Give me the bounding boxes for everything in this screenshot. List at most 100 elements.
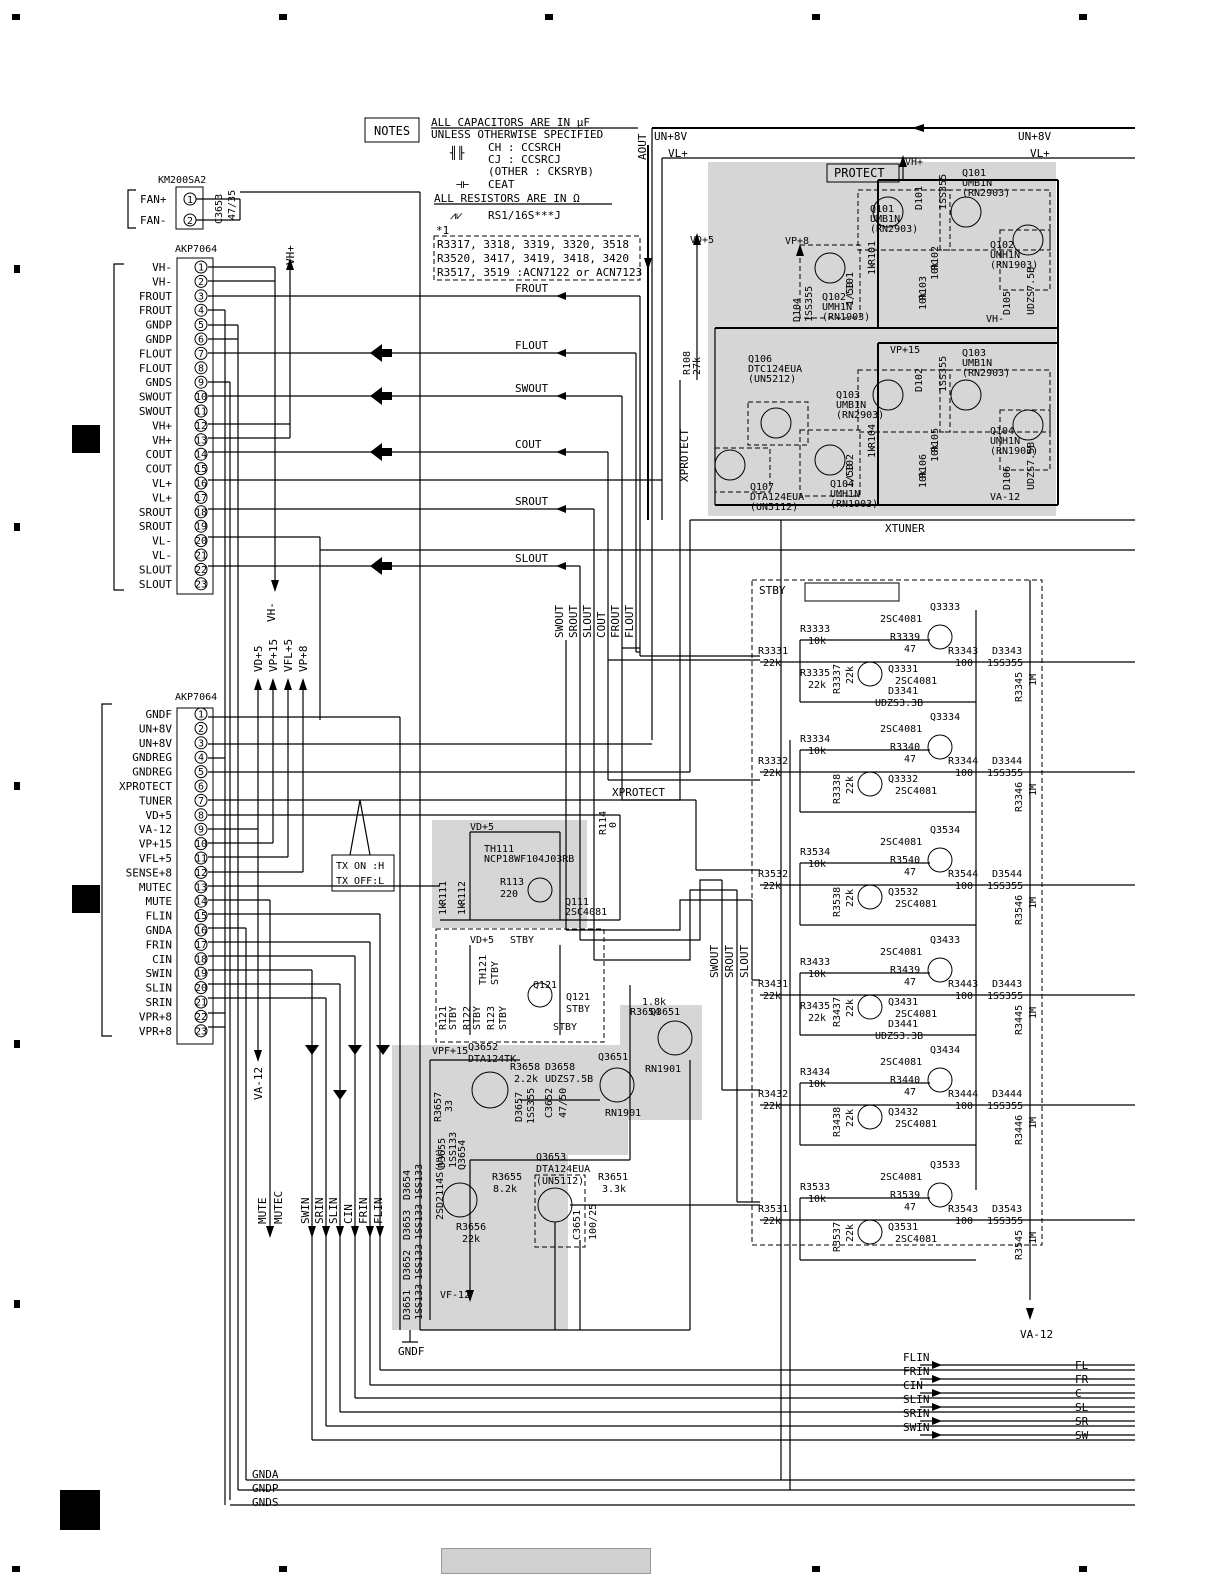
component-label: 1k bbox=[438, 903, 449, 915]
component-label: D102 bbox=[914, 368, 925, 392]
component-label: D3653 bbox=[402, 1210, 413, 1240]
pin-name: VA-12 bbox=[139, 823, 172, 836]
svg-text:SWIN: SWIN bbox=[299, 1198, 312, 1225]
pin-name: COUT bbox=[146, 448, 173, 461]
svg-text:SROUT: SROUT bbox=[723, 945, 736, 978]
connector-pin bbox=[194, 937, 208, 951]
pin-number: 22 bbox=[195, 565, 207, 576]
pin-name: VL- bbox=[152, 549, 172, 562]
component-label: R101 bbox=[867, 241, 878, 265]
transistor-icon bbox=[927, 847, 953, 873]
svg-text:VH+: VH+ bbox=[905, 157, 923, 168]
connector-pin bbox=[194, 822, 208, 836]
svg-text:C3653: C3653 bbox=[214, 194, 225, 224]
svg-text:STBY: STBY bbox=[759, 584, 786, 597]
input-rail-target: FR bbox=[1075, 1373, 1089, 1386]
stby-label: R3439 bbox=[890, 965, 920, 976]
pin-number: 15 bbox=[195, 911, 207, 922]
stby-label: Q3531 bbox=[888, 1222, 918, 1233]
stby-label: 2SC4081 bbox=[895, 1234, 937, 1245]
stby-label: R3340 bbox=[890, 742, 920, 753]
stby-label: Q3331 bbox=[888, 664, 918, 675]
pin-number: 12 bbox=[195, 421, 207, 432]
component-label: Q102 bbox=[822, 292, 846, 303]
connector-pin bbox=[194, 808, 208, 822]
connector-pin bbox=[194, 880, 208, 894]
pin-number: 19 bbox=[195, 522, 207, 533]
stby-label: D3444 bbox=[992, 1089, 1022, 1100]
component-label: 1k bbox=[867, 263, 878, 275]
stby-label: 1SS355 bbox=[987, 1101, 1023, 1112]
svg-text:SLOUT: SLOUT bbox=[738, 945, 751, 978]
pin-number: 4 bbox=[198, 306, 204, 317]
notes-line: CEAT bbox=[488, 178, 515, 191]
component-label: UMB1N bbox=[836, 400, 866, 411]
component-label: 33 bbox=[444, 1100, 455, 1112]
stby-label: 22k bbox=[808, 1013, 826, 1024]
stby-label: R3435 bbox=[800, 1001, 830, 1012]
svg-text:VD+5: VD+5 bbox=[252, 646, 265, 673]
connector-pin bbox=[194, 390, 208, 404]
connector-pin bbox=[194, 793, 208, 807]
connector-pin bbox=[194, 505, 208, 519]
protect-block: PROTECT VH+ VD+5 VP+8 VP+15 VH- VA-12 Q1… bbox=[682, 155, 1059, 513]
transistor-icon bbox=[872, 379, 904, 411]
stby-label: D3544 bbox=[992, 869, 1022, 880]
pin-name: VD+5 bbox=[146, 809, 173, 822]
pin-name: FLOUT bbox=[139, 347, 172, 360]
stby-label: 22k bbox=[845, 776, 856, 794]
stby-label: Q3333 bbox=[930, 602, 960, 613]
svg-text:GNDA: GNDA bbox=[252, 1468, 279, 1481]
component-label: 1k bbox=[867, 446, 878, 458]
pin-name: FRIN bbox=[146, 938, 173, 951]
stby-label: 2SC4081 bbox=[880, 1172, 922, 1183]
stby-label: 47 bbox=[904, 1087, 916, 1098]
component-label: NCP18WF104J03RB bbox=[484, 854, 574, 865]
pin-name: VL+ bbox=[152, 477, 172, 490]
pin-name: SRIN bbox=[146, 996, 173, 1009]
pin-number: 13 bbox=[195, 882, 207, 893]
stby-label: 2SC4081 bbox=[895, 786, 937, 797]
pin-name: SLOUT bbox=[139, 578, 172, 591]
component-label: D104 bbox=[792, 298, 803, 322]
component-label: Q103 bbox=[836, 390, 860, 401]
component-label: 22k bbox=[462, 1234, 480, 1245]
component-label: Q3654 bbox=[457, 1140, 468, 1170]
stby-label: 1SS355 bbox=[987, 1216, 1023, 1227]
component-label: 1k bbox=[457, 903, 468, 915]
pin-number: 2 bbox=[198, 277, 204, 288]
pin-name: GNDP bbox=[146, 333, 173, 346]
pin-name: XPROTECT bbox=[119, 780, 172, 793]
connector-pin bbox=[194, 404, 208, 418]
stby-label: Q3534 bbox=[930, 825, 960, 836]
transistor-icon bbox=[857, 771, 883, 797]
component-label: Q3651 bbox=[650, 1007, 680, 1018]
pin-name: VPR+8 bbox=[139, 1025, 172, 1038]
pin-name: TUNER bbox=[139, 794, 172, 807]
pin-name: VL+ bbox=[152, 491, 172, 504]
component-label: VD+5 bbox=[470, 822, 494, 833]
component-label: UDZS7.5B bbox=[1026, 267, 1037, 315]
component-label: R102 bbox=[930, 246, 941, 270]
pin-name: VH+ bbox=[152, 434, 172, 447]
connector2-wiring: XTUNER XPROTECT XPROTECT VD+5 VP+15 VFL+… bbox=[208, 310, 1135, 1505]
component-label: R106 bbox=[918, 454, 929, 478]
component-label: Q3651 bbox=[598, 1052, 628, 1063]
svg-text:VH-: VH- bbox=[986, 314, 1004, 325]
component-label: (UN5212) bbox=[748, 374, 796, 385]
stby-label: 2SC4081 bbox=[895, 899, 937, 910]
component-label: R3658 bbox=[510, 1062, 540, 1073]
stby-label: Q3532 bbox=[888, 887, 918, 898]
component-label: 10k bbox=[918, 470, 929, 488]
stby-label: 100 bbox=[955, 1216, 973, 1227]
pin-name: VH- bbox=[152, 275, 172, 288]
stby-label: 22k bbox=[763, 768, 781, 779]
svg-text:VH+: VH+ bbox=[284, 245, 297, 265]
component-label: 2SD2114S(UV) bbox=[435, 1148, 446, 1220]
component-label: D3651 bbox=[402, 1290, 413, 1320]
connector-pin bbox=[194, 433, 208, 447]
stby-label: 22k bbox=[763, 881, 781, 892]
fan-connector: KM200SA2 1 2 FAN+ FAN- C3653 47/35 bbox=[127, 175, 421, 1330]
svg-text:SLOUT: SLOUT bbox=[515, 552, 548, 565]
input-rail-label: CIN bbox=[903, 1379, 923, 1392]
